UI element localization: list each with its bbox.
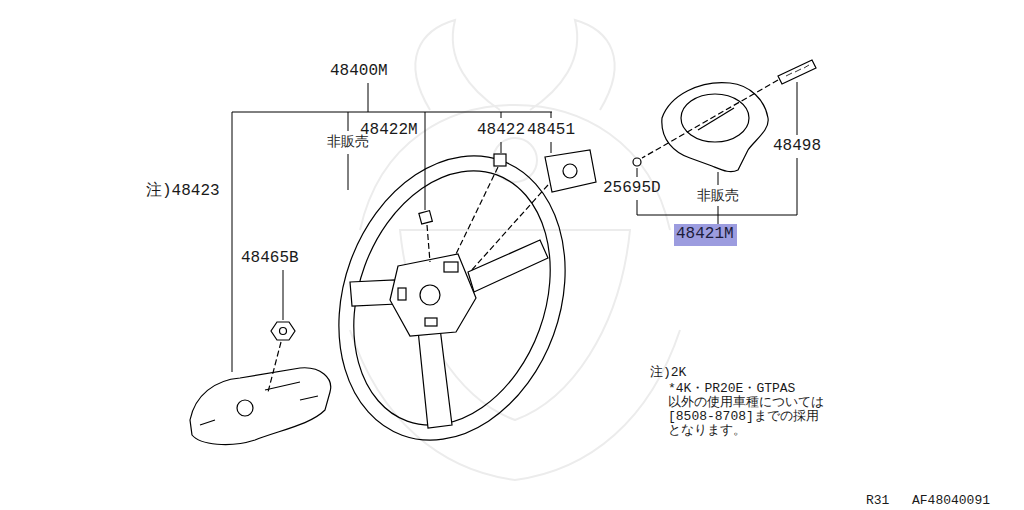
nut-bore <box>280 328 287 335</box>
leader-line <box>718 206 719 224</box>
leader-line <box>501 112 502 118</box>
horn-pad-ring <box>681 94 749 142</box>
diagram-code: R31 <box>866 494 889 508</box>
watermark-horn <box>415 20 500 110</box>
hub-bore <box>420 285 440 305</box>
bracket-line <box>232 112 552 113</box>
leader-lines <box>232 82 797 372</box>
hub-slot <box>425 318 437 326</box>
emblem-detail <box>786 65 809 76</box>
pad-hole <box>237 400 253 416</box>
assembly-line <box>470 185 548 272</box>
leader-line <box>637 200 638 215</box>
leader-line <box>232 112 233 372</box>
leader-line <box>797 82 798 135</box>
part-number: 48421M <box>676 226 735 244</box>
note-label: 非販売 <box>697 188 739 203</box>
part-number: 25695D <box>603 180 661 198</box>
bracket-line <box>637 215 797 216</box>
watermark-armor <box>350 330 680 480</box>
clip-part <box>419 211 432 224</box>
leader-line <box>501 142 502 153</box>
leader-line <box>551 142 552 153</box>
nut-part <box>271 322 295 340</box>
leader-line <box>368 83 369 112</box>
hub-slot <box>444 262 458 272</box>
wheel-spoke <box>418 328 452 428</box>
horn-pad <box>662 83 768 172</box>
screw-part <box>633 158 641 166</box>
part-number: 48451 <box>527 122 575 140</box>
pad-detail <box>200 382 318 425</box>
wheel-rim-inner <box>320 143 584 453</box>
part-number: 48400M <box>330 63 388 81</box>
emblem-part <box>778 60 816 84</box>
watermark <box>350 20 680 480</box>
cube-part <box>494 154 506 166</box>
watermark-horn <box>530 20 615 110</box>
leader-line <box>283 270 284 320</box>
leader-line <box>797 158 798 215</box>
leader-line <box>718 172 719 185</box>
wheel-rim-outer <box>301 124 604 472</box>
leader-line <box>551 112 552 118</box>
leader-line <box>348 112 349 131</box>
assembly-line <box>642 80 778 158</box>
wheel-spoke <box>350 280 397 306</box>
highlighted-part-box: 48421M <box>674 224 737 246</box>
pad-assembly <box>190 322 331 445</box>
part-number: 48465B <box>241 250 299 268</box>
part-number: 48422M <box>360 122 418 140</box>
wheel-spoke <box>468 240 548 292</box>
assembly-line <box>427 225 430 262</box>
leader-line <box>425 112 426 210</box>
diagram-code: AF48040091 <box>912 494 990 508</box>
steering-wheel <box>301 124 604 472</box>
leader-line <box>637 168 638 177</box>
assembly-line <box>268 342 281 392</box>
horn-pad-slot <box>698 108 734 130</box>
leader-line <box>348 154 349 190</box>
footnote-text: *4K・PR20E・GTPAS 以外の使用車種については [8508-8708]… <box>668 382 846 438</box>
wheel-hub <box>390 254 476 336</box>
pad-cover <box>190 368 331 445</box>
part-number: 注)48423 <box>146 183 220 201</box>
footnote-label: 注)2K <box>650 366 686 380</box>
assembly-line <box>456 167 498 254</box>
plate-part <box>545 150 596 192</box>
hub-slot <box>398 288 406 300</box>
part-number: 48498 <box>773 138 821 156</box>
plate-hole <box>563 164 577 178</box>
part-number: 48422 <box>477 122 525 140</box>
